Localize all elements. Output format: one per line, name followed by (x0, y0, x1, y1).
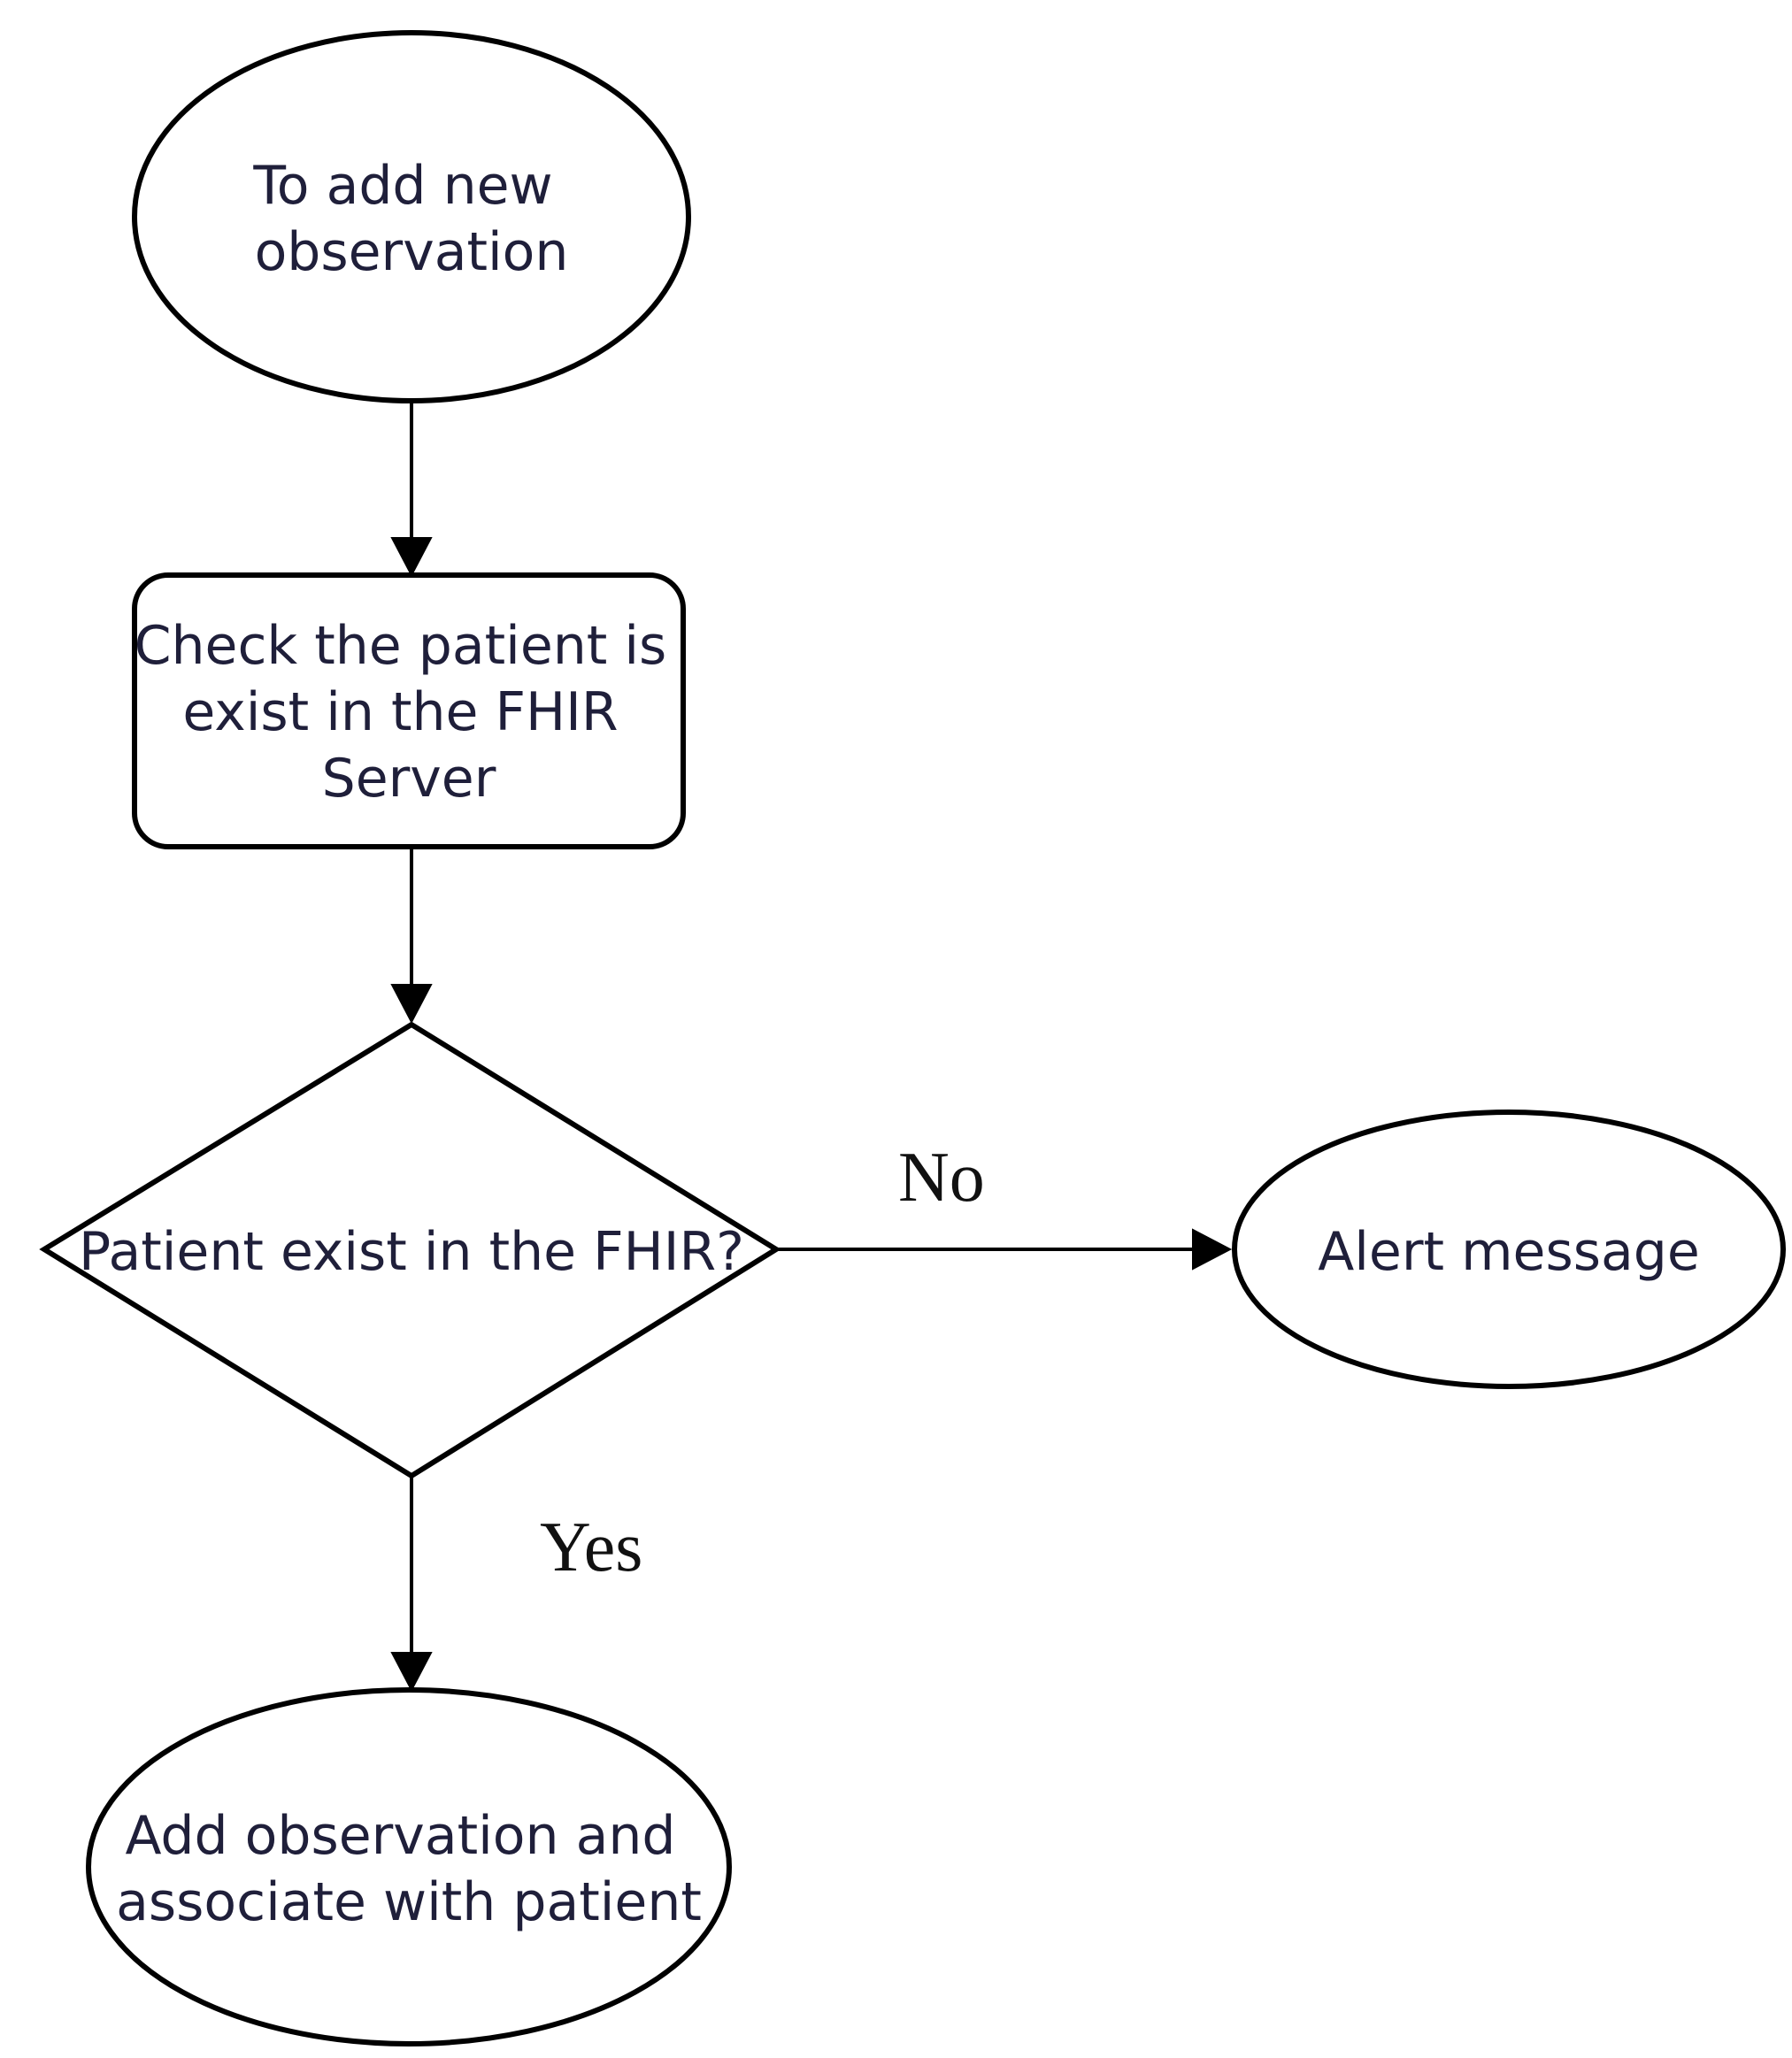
arrowhead-down (390, 984, 433, 1025)
edge-check-to-decision (390, 849, 433, 1025)
arrowhead-down (390, 1652, 433, 1693)
node-add-line-2: associate with patient (116, 1871, 702, 1933)
node-add: Add observation and associate with patie… (86, 1687, 732, 2046)
node-alert-line-1: Alert message (1318, 1221, 1700, 1283)
edge-start-to-check (390, 403, 433, 578)
node-start: To add new observation (132, 30, 691, 403)
node-check-line-2: exist in the FHIR (182, 681, 618, 743)
node-decision-line-1: Patient exist in the FHIR? (79, 1221, 744, 1283)
node-check-line-3: Server (322, 748, 496, 810)
arrowhead-right (1192, 1228, 1233, 1271)
node-check-line-1: Check the patient is (135, 615, 667, 677)
edge-label-no: No (898, 1139, 985, 1217)
svg-text:Add observation and asso: Add observation and associate with patie… (116, 1805, 702, 1933)
edge-decision-to-alert (776, 1228, 1233, 1271)
node-start-line-1: To add new (252, 155, 552, 217)
svg-text:Patient exist in the FHIR?: Patient exist in the FHIR? (79, 1221, 744, 1283)
edge-label-yes: Yes (540, 1509, 642, 1586)
node-decision: Patient exist in the FHIR? (39, 1021, 781, 1479)
node-check: Check the patient is exist in the FHIR S… (132, 572, 686, 849)
svg-text:To add new observation: To add new observation (252, 155, 569, 283)
edge-decision-to-add (390, 1473, 433, 1693)
node-add-line-1: Add observation and (125, 1805, 675, 1867)
node-alert: Alert message (1232, 1110, 1786, 1389)
svg-text:Check the patient is exi: Check the patient is exist in the FHIR S… (135, 615, 684, 810)
arrowhead-down (390, 537, 433, 578)
svg-text:Alert message: Alert message (1318, 1221, 1700, 1283)
node-start-line-2: observation (255, 221, 569, 283)
